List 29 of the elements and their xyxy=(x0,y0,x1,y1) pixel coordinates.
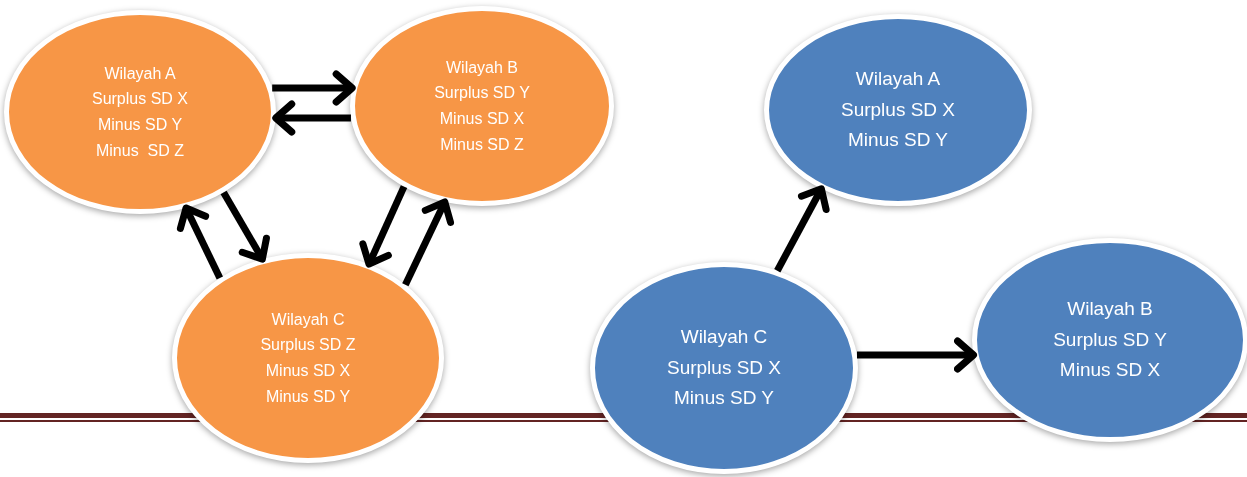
node-text: Wilayah C xyxy=(680,325,768,350)
node-text: Minus SD Y xyxy=(97,115,183,135)
node-text: Surplus SD Y xyxy=(1053,327,1167,352)
node-text: Surplus SD X xyxy=(840,97,955,122)
arrow xyxy=(176,204,223,280)
node-text: Surplus SD X xyxy=(91,89,188,110)
arrow xyxy=(774,185,830,273)
node-text: Minus SD Z xyxy=(440,134,524,155)
node-text: Minus SD Y xyxy=(674,386,774,411)
arrow xyxy=(359,185,408,268)
node-text: Wilayah C xyxy=(271,309,345,330)
node-text: Minus SD Y xyxy=(848,128,948,153)
node-text: Minus SD Y xyxy=(265,386,351,407)
node-text: Wilayah A xyxy=(855,67,941,92)
node-text: Minus SD X xyxy=(265,361,351,381)
arrow xyxy=(272,100,351,136)
node-text: Surplus SD X xyxy=(666,355,781,380)
arrow xyxy=(857,337,977,373)
node-text: Surplus SD Z xyxy=(260,335,356,356)
node-text: Minus SD X xyxy=(1059,358,1161,383)
node-text: Minus SD Z xyxy=(96,140,184,161)
node-text: Surplus SD Y xyxy=(434,83,530,104)
arrow xyxy=(220,190,270,263)
arrow xyxy=(272,70,356,106)
arrow xyxy=(402,198,455,287)
node-text: Wilayah B xyxy=(1067,297,1153,322)
node-text: Wilayah B xyxy=(446,57,518,78)
node-text: Wilayah A xyxy=(104,63,176,84)
node-text: Minus SD X xyxy=(439,109,525,129)
